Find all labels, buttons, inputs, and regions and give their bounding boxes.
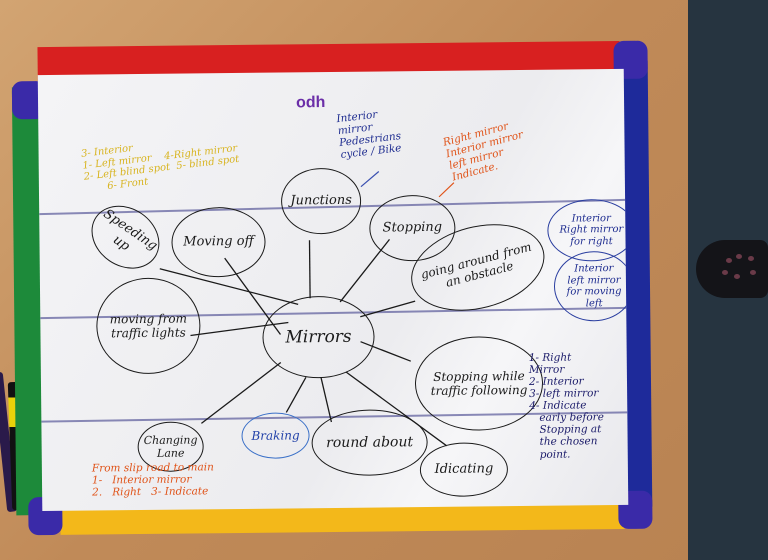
whiteboard-surface: odh Mirrors <box>37 68 629 512</box>
note-changing-lane-orange: From slip road to main 1- Interior mirro… <box>91 461 214 499</box>
note-junctions-blue: Interior mirror Pedestrians cycle / Bike <box>335 108 403 162</box>
shoe <box>696 240 768 298</box>
connector-lines <box>159 171 455 447</box>
note-bubble-left-mirror: Interior left mirror for moving left <box>553 250 629 322</box>
note-stopping-traffic-list: 1- Right Mirror 2- Interior 3- left mirr… <box>528 351 604 461</box>
center-node-label: Mirrors <box>285 326 352 348</box>
whiteboard-frame: odh Mirrors <box>11 40 653 536</box>
